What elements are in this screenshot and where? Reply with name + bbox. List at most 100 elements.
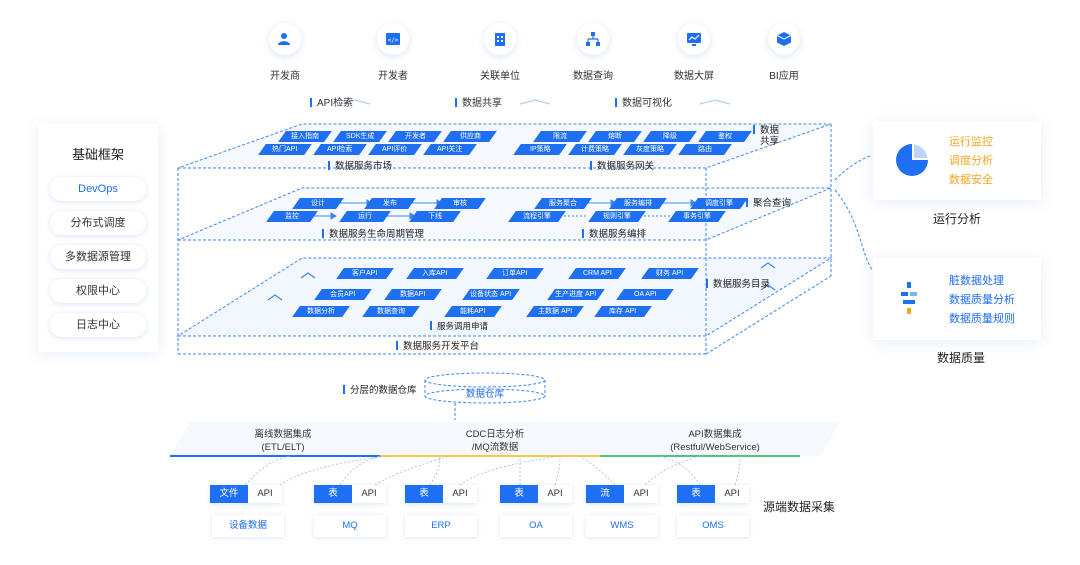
basic-framework-panel: 基础框架 DevOps 分布式调度 多数据源管理 权限中心 日志中心 bbox=[38, 124, 158, 352]
tag-data-visualization: 数据可视化 bbox=[615, 94, 672, 109]
chip-orchestration[interactable]: 调度引擎 bbox=[690, 198, 748, 209]
chip-api[interactable]: CRM API bbox=[568, 268, 626, 279]
pill-distributed-scheduling[interactable]: 分布式调度 bbox=[50, 211, 146, 235]
label-data-sharing-side: 数据共享 bbox=[753, 125, 779, 147]
role-data-screen: 数据大屏 bbox=[659, 23, 729, 82]
chip-api[interactable]: 生产进度 API bbox=[547, 289, 605, 300]
pie-chart-icon bbox=[895, 143, 929, 182]
ingest-cdc: CDC日志分析/MQ流数据 bbox=[465, 429, 525, 453]
chip-orchestration[interactable]: 规则引擎 bbox=[588, 211, 646, 222]
ingest-api: API数据集成(Restful/WebService) bbox=[670, 429, 760, 453]
ops-analysis-panel: 运行监控 调度分析 数据安全 bbox=[873, 121, 1041, 200]
chip-lifecycle[interactable]: 设计 bbox=[292, 198, 344, 209]
chip-api[interactable]: 客户API bbox=[336, 268, 394, 279]
role-label: 开发商 bbox=[270, 71, 300, 82]
quality-items: 脏数据处理 数据质量分析 数据质量规则 bbox=[949, 272, 1015, 329]
chip-orchestration[interactable]: 服务编排 bbox=[609, 198, 667, 209]
chip-lifecycle[interactable]: 运行 bbox=[339, 211, 391, 222]
quality-item: 数据质量规则 bbox=[949, 313, 1015, 325]
chip-api[interactable]: 设备状态 API bbox=[462, 289, 520, 300]
chip-gateway[interactable]: 限流 bbox=[533, 131, 587, 142]
chip-api[interactable]: 数据查询 bbox=[362, 306, 420, 317]
chip-lifecycle[interactable]: 审核 bbox=[434, 198, 486, 209]
source-name: OA bbox=[500, 515, 572, 537]
chip-api[interactable]: 财务 API bbox=[641, 268, 699, 279]
label-layered-warehouse: 分层的数据仓库 bbox=[343, 382, 417, 396]
chip-api[interactable]: 库存 API bbox=[594, 306, 652, 317]
ingest-offline: 离线数据集成(ETL/ELT) bbox=[254, 429, 312, 453]
label-service-apply: 服务调用申请 bbox=[430, 320, 488, 332]
hierarchy-icon bbox=[577, 23, 609, 55]
chip-gateway[interactable]: 灰度策略 bbox=[623, 144, 677, 155]
chip-api[interactable]: 能耗API bbox=[444, 306, 502, 317]
chip-market[interactable]: API评价 bbox=[368, 144, 422, 155]
label-service-catalog: 数据服务目录 bbox=[706, 276, 770, 290]
role-label: 数据大屏 bbox=[674, 71, 714, 82]
chip-api[interactable]: 会员API bbox=[314, 289, 372, 300]
label-aggregate-query: 聚合查询 bbox=[746, 195, 791, 209]
building-icon bbox=[484, 23, 516, 55]
pill-log-center[interactable]: 日志中心 bbox=[50, 313, 146, 337]
role-data-query: 数据查询 bbox=[558, 23, 628, 82]
tag-api-search: API检索 bbox=[310, 94, 353, 109]
panel-title: 基础框架 bbox=[71, 147, 124, 162]
role-developer-company: 开发商 bbox=[250, 23, 320, 82]
chip-gateway[interactable]: 鉴权 bbox=[698, 131, 752, 142]
chip-market[interactable]: 热门API bbox=[258, 144, 312, 155]
source-name: 设备数据 bbox=[212, 515, 284, 537]
role-label: 关联单位 bbox=[480, 71, 520, 82]
chip-gateway[interactable]: 计费策略 bbox=[568, 144, 622, 155]
quality-item: 数据质量分析 bbox=[949, 294, 1015, 306]
label-orchestration: 数据服务编排 bbox=[582, 226, 646, 240]
chip-lifecycle[interactable]: 监控 bbox=[266, 211, 318, 222]
monitor-icon bbox=[678, 23, 710, 55]
quality-title: 数据质量 bbox=[937, 351, 986, 365]
chip-gateway[interactable]: 路由 bbox=[678, 144, 732, 155]
chip-api[interactable]: OA API bbox=[616, 289, 674, 300]
chip-orchestration[interactable]: 服务聚合 bbox=[534, 198, 592, 209]
source-collection-title: 源端数据采集 bbox=[763, 500, 836, 514]
data-warehouse: 数据仓库 bbox=[465, 389, 504, 400]
source-name: ERP bbox=[405, 515, 477, 537]
user-icon bbox=[269, 23, 301, 55]
chip-api[interactable]: 数据分析 bbox=[292, 306, 350, 317]
ops-item: 数据安全 bbox=[949, 174, 993, 186]
pill-multi-datasource[interactable]: 多数据源管理 bbox=[50, 245, 146, 269]
chip-api[interactable]: 订单API bbox=[486, 268, 544, 279]
chip-market[interactable]: 接入指南 bbox=[278, 131, 332, 142]
data-quality-panel: 脏数据处理 数据质量分析 数据质量规则 bbox=[873, 258, 1041, 340]
label-data-gateway: 数据服务网关 bbox=[590, 158, 654, 172]
chip-gateway[interactable]: 熔断 bbox=[588, 131, 642, 142]
chip-gateway[interactable]: IP策略 bbox=[513, 144, 567, 155]
source-name: WMS bbox=[586, 515, 658, 537]
source-name: OMS bbox=[677, 515, 749, 537]
role-label: 数据查询 bbox=[573, 71, 613, 82]
chip-gateway[interactable]: 降级 bbox=[643, 131, 697, 142]
pill-devops[interactable]: DevOps bbox=[50, 177, 146, 201]
code-icon: </> bbox=[377, 23, 409, 55]
chip-api[interactable]: 主数据 API bbox=[526, 306, 584, 317]
cube-icon bbox=[768, 23, 800, 55]
chip-market[interactable]: SDK生成 bbox=[333, 131, 387, 142]
source-name: MQ bbox=[314, 515, 386, 537]
ops-title: 运行分析 bbox=[933, 212, 982, 226]
role-label: BI应用 bbox=[769, 71, 799, 82]
quality-icon bbox=[899, 280, 919, 325]
pill-permission-center[interactable]: 权限中心 bbox=[50, 279, 146, 303]
chip-orchestration[interactable]: 事务引擎 bbox=[668, 211, 726, 222]
svg-text:</>: </> bbox=[388, 37, 399, 44]
chip-lifecycle[interactable]: 下线 bbox=[409, 211, 461, 222]
chip-lifecycle[interactable]: 发布 bbox=[364, 198, 416, 209]
chip-market[interactable]: API检索 bbox=[313, 144, 367, 155]
role-bi-app: BI应用 bbox=[749, 23, 819, 82]
tag-data-sharing: 数据共享 bbox=[455, 94, 502, 109]
label-data-market: 数据服务市场 bbox=[328, 158, 392, 172]
chip-orchestration[interactable]: 流程引擎 bbox=[508, 211, 566, 222]
chip-market[interactable]: API关注 bbox=[423, 144, 477, 155]
chip-api[interactable]: 入库API bbox=[406, 268, 464, 279]
chip-market[interactable]: 供应商 bbox=[443, 131, 497, 142]
chip-market[interactable]: 开发者 bbox=[388, 131, 442, 142]
chip-api[interactable]: 数据API bbox=[384, 289, 442, 300]
